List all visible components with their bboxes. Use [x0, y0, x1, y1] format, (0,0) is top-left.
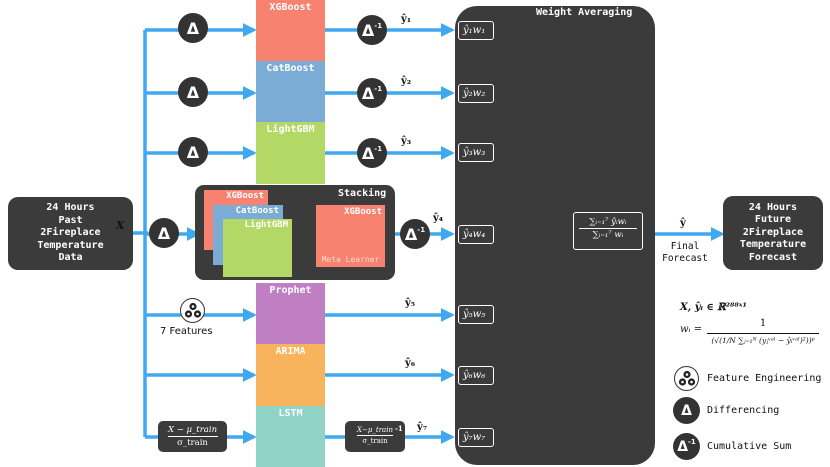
- normalization-denominator: σ_train: [177, 438, 208, 448]
- denormalization-inverse-sup: -1: [395, 424, 403, 433]
- differencing-icon-3: Δ: [178, 137, 208, 167]
- legend-feature-engineering-label: Feature Engineering: [707, 373, 822, 384]
- weight-formula-numerator: 1: [759, 318, 767, 329]
- legend-inverse-delta-icon: Δ-1: [673, 433, 700, 460]
- model-arima: ARIMA: [256, 344, 325, 406]
- meta-learner-title: XGBoost: [344, 207, 382, 217]
- differencing-icon-1: Δ: [178, 13, 208, 43]
- differencing-icon-2: Δ: [178, 77, 208, 107]
- seven-features-label: 7 Features: [160, 326, 213, 337]
- cumulative-sum-icon-3: Δ-1: [357, 138, 387, 168]
- weighted-average-formula: ∑ᵢ₌₁⁷ ŷᵢwᵢ ∑ᵢ₌₁⁷ wᵢ: [573, 212, 643, 250]
- model-lightgbm-label: LightGBM: [266, 124, 315, 135]
- weight-averaging-title: Weight Averaging: [536, 7, 633, 18]
- normalization-box: X − μ_train σ_train: [158, 421, 227, 452]
- weight-formula-fraction-bar: [707, 333, 819, 334]
- weighted-prediction-5: ŷ₅w₅: [458, 305, 494, 324]
- final-yhat-label: ŷ: [680, 218, 686, 229]
- cumulative-sum-icon-1: Δ-1: [357, 15, 387, 45]
- normalization-fraction-bar: [167, 436, 218, 437]
- model-catboost: CatBoost: [256, 61, 325, 122]
- gears-icon: [180, 298, 205, 323]
- cumulative-sum-icon-2: Δ-1: [357, 78, 387, 108]
- cumulative-sum-icon-4: Δ-1: [400, 219, 430, 249]
- model-prophet-label: Prophet: [269, 285, 312, 296]
- denormalization-fraction-bar: [357, 435, 393, 436]
- stacking-title: Stacking: [338, 188, 387, 199]
- input-data-label: 24 Hours Past 2Fireplace Temperature Dat…: [37, 202, 104, 264]
- stacking-base-catboost-label: CatBoost: [235, 206, 279, 216]
- output-forecast-box: 24 Hours Future 2Fireplace Temperature F…: [723, 196, 823, 270]
- yhat-label-7: ŷ₇: [417, 422, 428, 433]
- meta-learner-box: XGBoost: [316, 205, 385, 267]
- model-catboost-label: CatBoost: [266, 63, 315, 74]
- input-data-box: 24 Hours Past 2Fireplace Temperature Dat…: [8, 197, 133, 270]
- domain-formula: X, ŷᵢ ∈ ℝ²⁸⁸ˣ¹: [680, 302, 747, 313]
- stacking-base-lightgbm-label: LightGBM: [244, 220, 288, 230]
- yhat-label-2: ŷ₂: [401, 76, 412, 87]
- differencing-icon-4: Δ: [149, 218, 179, 248]
- model-lightgbm: LightGBM: [256, 122, 325, 184]
- output-forecast-label: 24 Hours Future 2Fireplace Temperature F…: [739, 201, 807, 263]
- weighted-prediction-6: ŷ₆w₆: [458, 366, 494, 385]
- weight-formula-denominator: (√(1/N ∑ⱼ₌₁ᴺ (yⱼᵛᵃˡ − ŷᵢᵛᵃˡ)²))ᵖ: [711, 336, 815, 345]
- denormalization-box: X−μ_train σ_train -1: [345, 421, 405, 452]
- legend-delta-icon: Δ: [673, 397, 700, 424]
- yhat-label-4: ŷ₄: [433, 213, 444, 224]
- stacking-base-xgboost-label: XGBoost: [226, 191, 264, 201]
- weighted-prediction-3: ŷ₃w₃: [458, 143, 494, 162]
- final-forecast-label: Final Forecast: [662, 241, 708, 264]
- legend-gears-icon: [674, 366, 699, 391]
- weighted-average-numerator: ∑ᵢ₌₁⁷ ŷᵢwᵢ: [589, 217, 627, 227]
- x-label: X: [116, 219, 125, 232]
- model-prophet: Prophet: [256, 283, 325, 344]
- weighted-average-fraction-bar: [579, 228, 637, 229]
- weighted-prediction-2: ŷ₂w₂: [458, 84, 494, 103]
- weighted-prediction-1: ŷ₁w₁: [458, 21, 494, 40]
- legend-differencing-label: Differencing: [707, 405, 780, 416]
- yhat-label-1: ŷ₁: [401, 14, 412, 25]
- yhat-label-6: ŷ₆: [405, 358, 416, 369]
- weight-formula-lhs: wᵢ =: [680, 324, 703, 335]
- yhat-label-3: ŷ₃: [401, 136, 412, 147]
- denormalization-denominator: σ_train: [362, 437, 388, 445]
- model-lstm: LSTM: [256, 406, 325, 467]
- normalization-numerator: X − μ_train: [167, 425, 218, 435]
- model-xgboost: XGBoost: [256, 0, 325, 61]
- denormalization-numerator: X−μ_train: [357, 426, 393, 434]
- weighted-prediction-7: ŷ₇w₇: [458, 428, 494, 447]
- model-arima-label: ARIMA: [275, 346, 306, 357]
- weighted-average-denominator: ∑ᵢ₌₁⁷ wᵢ: [592, 230, 624, 240]
- meta-learner-subtitle: Meta Learner: [321, 255, 380, 264]
- model-lstm-label: LSTM: [278, 408, 303, 419]
- model-xgboost-label: XGBoost: [269, 2, 312, 13]
- legend-cumulative-sum-label: Cumulative Sum: [707, 441, 792, 452]
- weighted-prediction-4: ŷ₄w₄: [458, 225, 494, 244]
- stacking-base-lightgbm: LightGBM: [223, 219, 292, 277]
- yhat-label-5: ŷ₅: [405, 298, 416, 309]
